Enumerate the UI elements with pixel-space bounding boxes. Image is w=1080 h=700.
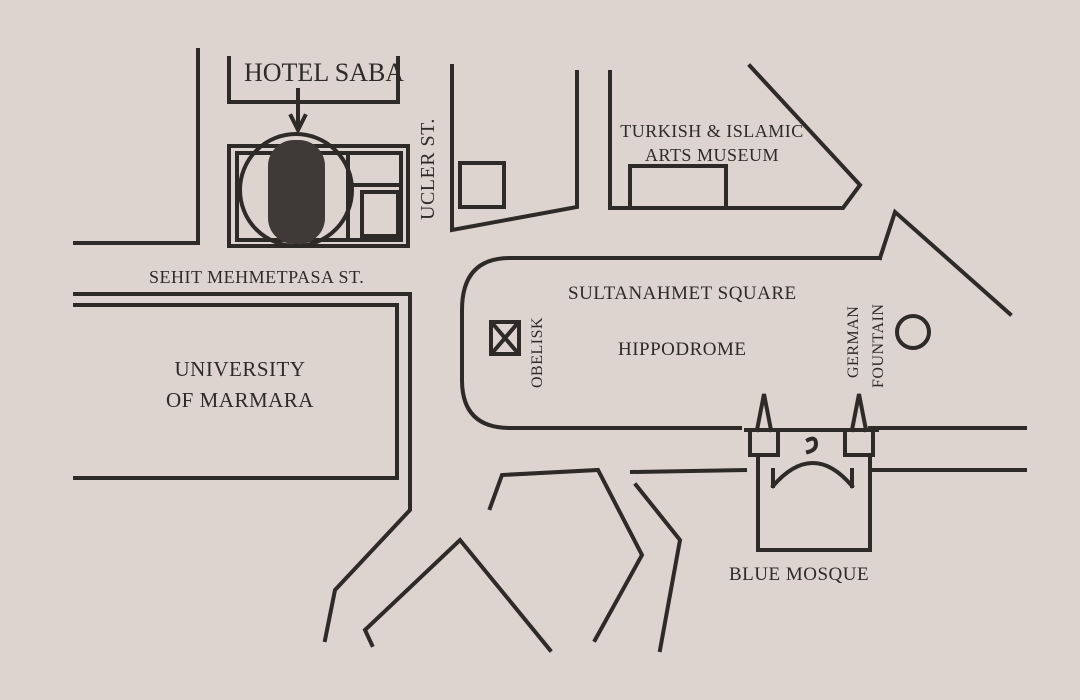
small-building	[458, 161, 506, 209]
street-edge	[487, 467, 645, 643]
street-edge	[73, 48, 200, 245]
obelisk-label: OBELISK	[529, 316, 546, 388]
university-label-line2: OF MARMARA	[166, 388, 314, 412]
museum-building	[628, 164, 728, 210]
fountain-label-line1: GERMAN	[845, 305, 862, 378]
hippodrome-outline	[460, 256, 882, 430]
street-edge	[450, 64, 579, 233]
street-edge	[362, 537, 553, 653]
street-edge	[629, 467, 748, 475]
hotel-label-frame	[227, 56, 400, 104]
street-edge	[633, 482, 683, 653]
street-edge	[877, 208, 1013, 317]
museum-label-line1: TURKISH & ISLAMIC	[620, 121, 804, 141]
university-block	[73, 303, 399, 480]
mosque-icon	[744, 393, 879, 552]
ucler-street-label: UCLER ST.	[417, 118, 439, 220]
sehit-street-label: SEHIT MEHMETPASA ST.	[149, 267, 365, 287]
street-edge	[73, 292, 412, 643]
museum-block	[608, 63, 863, 210]
fountain-label-line2: FOUNTAIN	[870, 303, 887, 389]
obelisk-icon	[489, 320, 521, 356]
hotel-marker-icon	[238, 132, 354, 248]
square-label: SULTANAHMET SQUARE	[568, 283, 797, 304]
museum-label-line2: ARTS MUSEUM	[645, 145, 779, 165]
mosque-label: BLUE MOSQUE	[729, 564, 870, 585]
hippodrome-label: HIPPODROME	[618, 339, 747, 360]
university-label-line1: UNIVERSITY	[174, 357, 306, 381]
arrow-down-icon	[288, 88, 308, 135]
hotel-name: HOTEL SABA	[244, 58, 405, 87]
fountain-icon	[895, 314, 931, 350]
